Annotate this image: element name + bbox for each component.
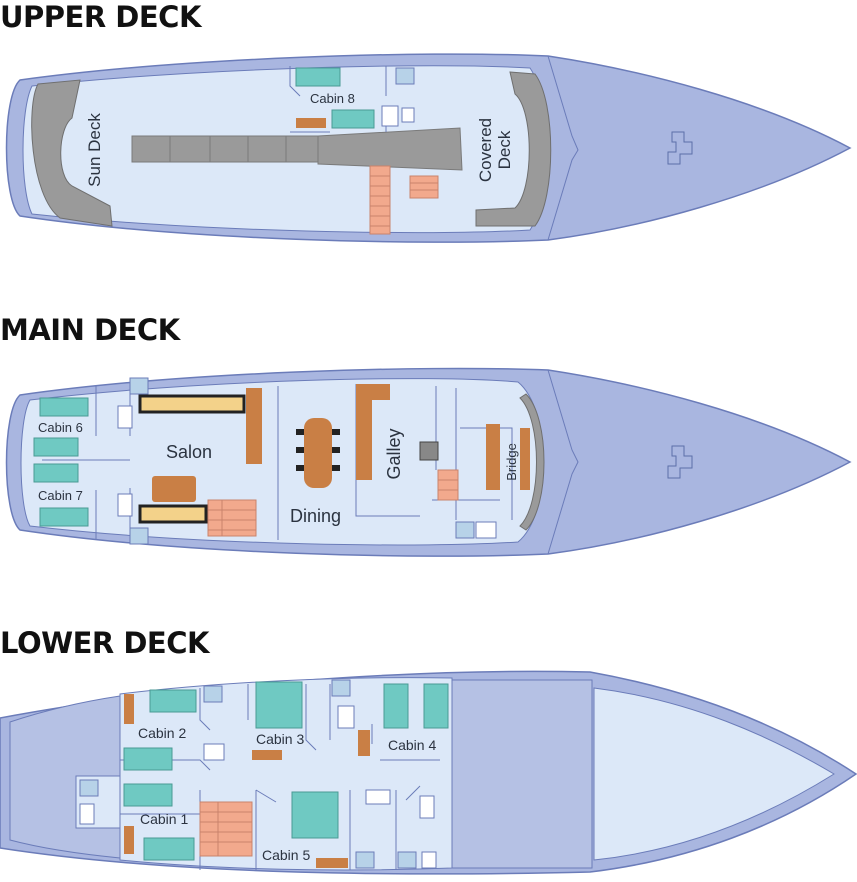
galley-stairs bbox=[437, 469, 459, 501]
cabin-6-shower bbox=[129, 377, 149, 395]
lower-deck: Cabin 2 Cabin 3 Cabin 4 Cabin 1 Cabin 5 bbox=[0, 670, 857, 875]
main-head-shower bbox=[455, 521, 475, 539]
cabin-7-label: Cabin 7 bbox=[38, 488, 83, 503]
cabin-6-bed-1 bbox=[39, 397, 89, 417]
main-deck-title: MAIN DECK bbox=[0, 313, 180, 347]
covered-deck-label-2: Deck bbox=[495, 130, 514, 169]
cabin-3-sink bbox=[337, 705, 355, 729]
galley-stove bbox=[419, 441, 439, 461]
cabin-8-bed-2 bbox=[331, 109, 375, 129]
salon-cabinet bbox=[246, 388, 262, 464]
cabin-4-dresser bbox=[358, 730, 370, 756]
covered-deck-bench bbox=[475, 71, 552, 227]
dining-table bbox=[304, 418, 332, 488]
upper-deckhouse bbox=[317, 127, 463, 171]
sun-deck-bench bbox=[31, 79, 113, 227]
cabin-4-bed-2 bbox=[423, 683, 449, 729]
cabin-5-dresser bbox=[316, 858, 348, 868]
cabin-8-dresser bbox=[296, 118, 326, 128]
covered-deck-label-1: Covered bbox=[476, 118, 495, 182]
upper-stairs-2 bbox=[409, 175, 439, 199]
cabin-8-sink bbox=[381, 105, 399, 127]
cabin-2-label: Cabin 2 bbox=[138, 725, 186, 741]
salon-table bbox=[152, 476, 196, 502]
salon-label: Salon bbox=[166, 442, 212, 462]
upper-deck-title: UPPER DECK bbox=[0, 0, 201, 34]
lower-stairs bbox=[199, 801, 253, 857]
sun-deck-label: Sun Deck bbox=[85, 113, 104, 187]
cabin-1-shower bbox=[79, 779, 99, 797]
lower-head-shower bbox=[397, 851, 417, 869]
main-head-sink bbox=[475, 521, 497, 539]
lower-engine-room bbox=[451, 679, 593, 869]
cabin-5-sink bbox=[365, 789, 391, 805]
cabin-3-dresser bbox=[252, 750, 282, 760]
bridge-desk bbox=[520, 428, 530, 490]
cabin-7-shower bbox=[129, 527, 149, 545]
upper-deck: Sun Deck Covered Deck Cabin 8 bbox=[5, 53, 852, 243]
lower-head-toilet bbox=[421, 851, 437, 869]
cabin-2-bed-1 bbox=[149, 689, 197, 713]
bridge-chart-table bbox=[486, 424, 500, 490]
cabin-2-shower bbox=[203, 685, 223, 703]
cabin-8-toilet bbox=[401, 107, 415, 123]
cabin-1-label: Cabin 1 bbox=[140, 811, 188, 827]
cabin-5-label: Cabin 5 bbox=[262, 847, 310, 863]
cabin-7-bed-1 bbox=[33, 463, 79, 483]
cabin-1-bed-1 bbox=[123, 783, 173, 807]
cabin-8-bed-1 bbox=[295, 67, 341, 87]
cabin-2-sink bbox=[203, 743, 225, 761]
main-stairs bbox=[207, 499, 257, 537]
cabin-6-sink bbox=[117, 405, 133, 429]
cabin-7-sink bbox=[117, 493, 133, 517]
dining-label: Dining bbox=[290, 506, 341, 526]
cabin-6-label: Cabin 6 bbox=[38, 420, 83, 435]
galley-label: Galley bbox=[384, 428, 404, 479]
galley-counter bbox=[356, 384, 390, 480]
cabin-3-bed bbox=[255, 681, 303, 729]
cabin-1-dresser bbox=[124, 826, 134, 854]
cabin-4-label: Cabin 4 bbox=[388, 737, 436, 753]
cabin-3-label: Cabin 3 bbox=[256, 731, 304, 747]
salon-sofa-top bbox=[138, 394, 246, 414]
cabin-8-shower bbox=[395, 67, 415, 85]
salon-sofa-bottom bbox=[138, 504, 208, 524]
cabin-7-bed-2 bbox=[39, 507, 89, 527]
bridge-label: Bridge bbox=[504, 443, 519, 481]
cabin-2-dresser bbox=[124, 694, 134, 724]
cabin-3-shower bbox=[331, 679, 351, 697]
lower-head-sink bbox=[419, 795, 435, 819]
main-floor bbox=[20, 378, 544, 546]
cabin-6-bed-2 bbox=[33, 437, 79, 457]
cabin-5-shower bbox=[355, 851, 375, 869]
cabin-2-bed-2 bbox=[123, 747, 173, 771]
upper-shade-frame bbox=[131, 135, 323, 163]
cabin-5-bed bbox=[291, 791, 339, 839]
main-deck: Cabin 6 Cabin 7 Salon Dining Galley Brid… bbox=[5, 367, 852, 557]
lower-forepeak bbox=[593, 687, 835, 861]
lower-deck-title: LOWER DECK bbox=[0, 626, 209, 660]
upper-stairs-1 bbox=[369, 165, 391, 235]
cabin-1-bed-2 bbox=[143, 837, 195, 861]
cabin-8-label: Cabin 8 bbox=[310, 91, 355, 106]
bridge-console bbox=[519, 393, 545, 531]
cabin-1-sink bbox=[79, 803, 95, 825]
cabin-4-bed-1 bbox=[383, 683, 409, 729]
